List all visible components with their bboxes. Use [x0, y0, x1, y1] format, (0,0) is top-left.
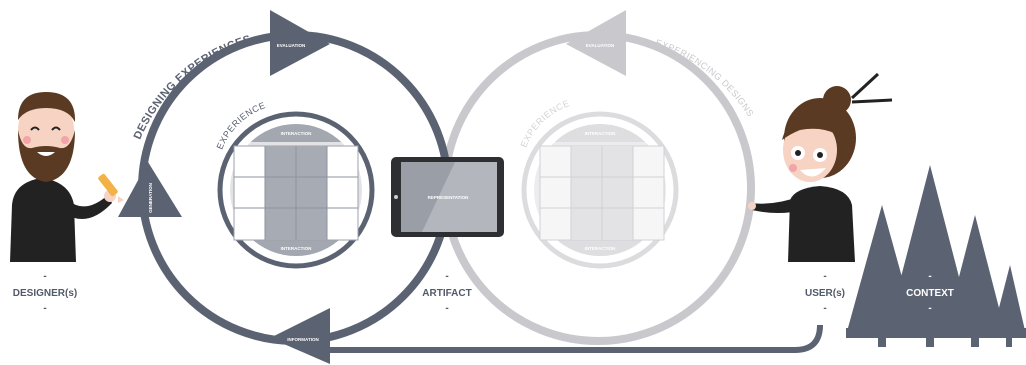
representation-label: REPRESENTATION: [428, 195, 469, 200]
left-experience-grid: [233, 145, 359, 241]
user-dash-top: -: [823, 271, 826, 282]
right-experience-grid: [539, 145, 665, 241]
right-interaction-bottom: INTERACTION: [585, 246, 616, 251]
designer-dash-top: -: [43, 271, 46, 282]
left-information-arrow: [270, 308, 330, 364]
user-label: USER(s): [805, 288, 845, 299]
left-information-label: INFORMATION: [287, 337, 318, 342]
designer-figure: [10, 92, 124, 262]
artifact-label: ARTIFACT: [422, 288, 471, 299]
designer-dash-bottom: -: [43, 303, 46, 314]
artifact-dash-top: -: [445, 271, 448, 282]
tablet-device: REPRESENTATION: [391, 157, 504, 237]
artifact-dash-bottom: -: [445, 303, 448, 314]
feedback-line: [320, 324, 823, 353]
right-interaction-top: INTERACTION: [585, 131, 616, 136]
left-generation-arrow: [118, 162, 182, 217]
left-interaction-top: INTERACTION: [281, 131, 312, 136]
left-experience-circle: INTERACTION INTERACTION EXPERIENCE: [215, 100, 375, 269]
user-figure: [748, 72, 893, 262]
tree-icon: [992, 265, 1026, 335]
tree-icon: [886, 165, 974, 335]
context-trees: [846, 165, 1026, 347]
tree-icon: [944, 215, 1006, 335]
right-evaluation-label: EVALUATION: [586, 43, 615, 48]
left-interaction-bottom: INTERACTION: [281, 246, 312, 251]
right-evaluation-arrow: [566, 10, 626, 76]
pencil-icon: [98, 173, 124, 203]
designer-label: DESIGNER(s): [13, 288, 77, 299]
left-generation-label: GENERATION: [148, 183, 153, 213]
left-evaluation-arrow: [270, 10, 330, 76]
context-dash-bottom: -: [928, 303, 931, 314]
context-dash-top: -: [928, 271, 931, 282]
left-evaluation-label: EVALUATION: [277, 43, 306, 48]
user-dash-bottom: -: [823, 303, 826, 314]
context-label: CONTEXT: [906, 288, 954, 299]
right-experience-circle: INTERACTION INTERACTION EXPERIENCE: [519, 98, 679, 269]
